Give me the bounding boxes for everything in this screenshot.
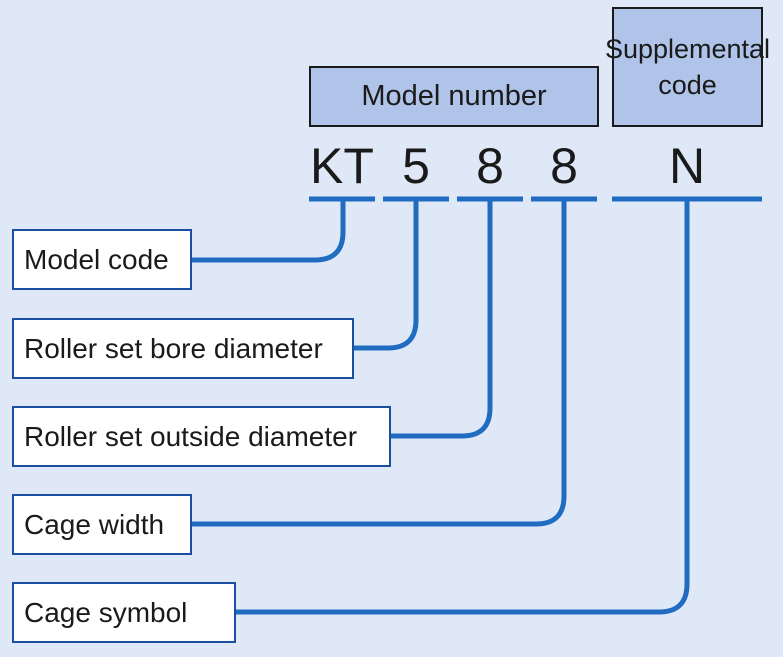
code-part-8-width: 8 — [550, 138, 578, 194]
label-cage-width: Cage width — [12, 494, 192, 555]
model-number-header-label: Model number — [361, 80, 547, 112]
code-part-5: 5 — [402, 138, 430, 194]
connector-bore-diameter — [352, 199, 419, 351]
connector-cage-width — [190, 199, 567, 527]
connector-outside-diameter — [389, 199, 493, 439]
label-roller-set-bore-diameter: Roller set bore diameter — [12, 318, 354, 379]
connector-cage-symbol — [234, 199, 690, 615]
model-number-header: Model number — [309, 66, 599, 127]
label-roller-set-outside-diameter: Roller set outside diameter — [12, 406, 391, 467]
supplemental-header-line2: code — [658, 70, 717, 100]
supplemental-header-line1: Supplemental — [604, 34, 771, 64]
label-cage-symbol: Cage symbol — [12, 582, 236, 643]
connector-model-code — [190, 199, 346, 263]
code-part-n: N — [668, 138, 706, 194]
code-part-8-outside: 8 — [476, 138, 504, 194]
label-model-code: Model code — [12, 229, 192, 290]
supplemental-code-header: Supplemental code — [605, 7, 770, 127]
code-part-kt: KT — [310, 138, 374, 194]
